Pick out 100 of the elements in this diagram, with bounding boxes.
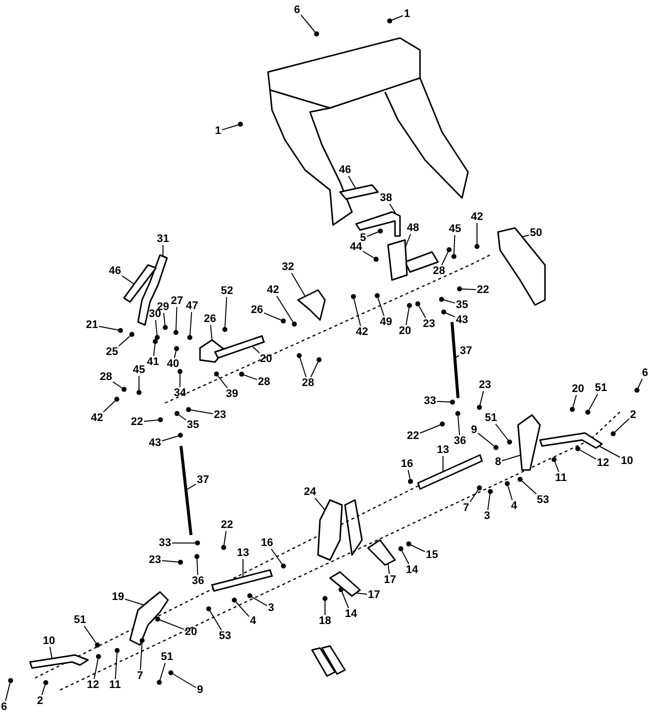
part-drawing bbox=[29, 654, 89, 669]
callout-number: 11 bbox=[555, 472, 567, 484]
small-part bbox=[476, 404, 482, 410]
callout-number: 41 bbox=[146, 356, 160, 368]
small-part bbox=[152, 339, 158, 344]
leader-line bbox=[614, 418, 630, 432]
callout-number: 16 bbox=[260, 537, 274, 549]
callout-number: 37 bbox=[460, 345, 472, 357]
leader-line bbox=[378, 298, 384, 316]
callout-number: 9 bbox=[196, 684, 204, 696]
callout-number: 13 bbox=[236, 547, 250, 559]
small-part bbox=[406, 303, 412, 308]
callout-number: 28 bbox=[432, 265, 446, 277]
leader-line bbox=[406, 308, 410, 326]
callout-number: 46 bbox=[108, 265, 122, 277]
callout-number: 39 bbox=[226, 388, 238, 400]
callout-number: 42 bbox=[266, 284, 280, 296]
leader-line bbox=[98, 326, 118, 330]
leader-line bbox=[252, 346, 260, 354]
callout-number: 45 bbox=[448, 223, 462, 235]
callout-number: 23 bbox=[422, 318, 436, 330]
leader-line bbox=[356, 592, 368, 595]
callout-number: 46 bbox=[338, 164, 352, 176]
leader-line bbox=[314, 498, 326, 510]
small-part bbox=[247, 593, 252, 598]
leader-line bbox=[388, 562, 390, 574]
callout-number: 6 bbox=[642, 367, 648, 379]
callout-number: 38 bbox=[380, 192, 392, 204]
callout-number: 52 bbox=[220, 285, 234, 297]
small-part bbox=[221, 544, 226, 550]
callout-number: 7 bbox=[462, 502, 470, 514]
callout-number: 20 bbox=[260, 353, 272, 365]
leader-line bbox=[324, 600, 326, 616]
leader-line bbox=[172, 674, 196, 688]
callout-number: 35 bbox=[456, 299, 468, 311]
callout-number: 6 bbox=[294, 4, 300, 16]
small-part bbox=[585, 410, 590, 415]
leader-line bbox=[442, 456, 444, 472]
leader-line bbox=[354, 298, 362, 326]
small-part bbox=[174, 346, 180, 352]
leader-line bbox=[242, 558, 244, 578]
small-part bbox=[292, 322, 297, 327]
leader-line bbox=[5, 682, 10, 702]
callout-number: 24 bbox=[304, 486, 316, 498]
small-part bbox=[493, 445, 498, 450]
small-part bbox=[214, 372, 219, 377]
small-part bbox=[338, 587, 344, 592]
leader-line bbox=[522, 480, 537, 494]
leader-line bbox=[392, 15, 404, 20]
callout-number: 7 bbox=[136, 670, 144, 682]
callout-number: 23 bbox=[478, 379, 492, 391]
callout-number: 23 bbox=[148, 554, 162, 566]
small-part bbox=[129, 332, 134, 337]
small-part bbox=[206, 606, 212, 612]
leader-line bbox=[144, 420, 158, 422]
leader-line bbox=[470, 490, 478, 502]
leader-line bbox=[300, 14, 316, 32]
callout-number: 22 bbox=[476, 284, 490, 296]
callout-number: 53 bbox=[218, 630, 232, 642]
leader-line bbox=[162, 244, 164, 256]
callout-number: 21 bbox=[86, 319, 98, 331]
small-part bbox=[398, 546, 404, 552]
callout-number: 36 bbox=[454, 435, 466, 447]
small-part bbox=[610, 431, 616, 436]
leader-line bbox=[446, 312, 456, 318]
callout-number: 12 bbox=[86, 679, 100, 691]
callout-number: 9 bbox=[470, 424, 478, 436]
part-drawing bbox=[329, 571, 361, 597]
callout-number: 25 bbox=[106, 346, 118, 358]
callout-number: 34 bbox=[174, 387, 186, 399]
leader-line bbox=[190, 312, 192, 336]
leader-line bbox=[410, 544, 426, 552]
small-part bbox=[415, 301, 420, 306]
small-part bbox=[439, 296, 444, 302]
leader-line bbox=[478, 432, 494, 446]
part-drawing bbox=[517, 414, 541, 471]
callout-number: 10 bbox=[42, 635, 56, 647]
small-part bbox=[441, 310, 446, 314]
callout-number: 40 bbox=[166, 358, 180, 370]
small-part bbox=[474, 244, 480, 249]
callout-number: 4 bbox=[250, 615, 256, 627]
leader-line bbox=[118, 336, 130, 346]
leader-line bbox=[342, 592, 350, 608]
small-part bbox=[158, 417, 163, 422]
callout-number: 31 bbox=[156, 233, 170, 245]
small-part bbox=[374, 293, 380, 298]
leader-line bbox=[176, 306, 178, 330]
callout-number: 44 bbox=[350, 241, 362, 253]
callout-number: 14 bbox=[344, 608, 358, 620]
leader-line bbox=[41, 684, 46, 696]
callout-number: 28 bbox=[302, 377, 314, 389]
leader-line bbox=[495, 424, 508, 440]
callout-number: 51 bbox=[74, 614, 86, 626]
callout-number: 17 bbox=[384, 574, 396, 586]
small-part bbox=[455, 411, 460, 416]
leader-line bbox=[210, 610, 222, 630]
leader-line bbox=[454, 234, 456, 254]
callout-number: 51 bbox=[160, 651, 174, 663]
small-part bbox=[178, 369, 182, 374]
callout-number: 53 bbox=[536, 494, 550, 506]
